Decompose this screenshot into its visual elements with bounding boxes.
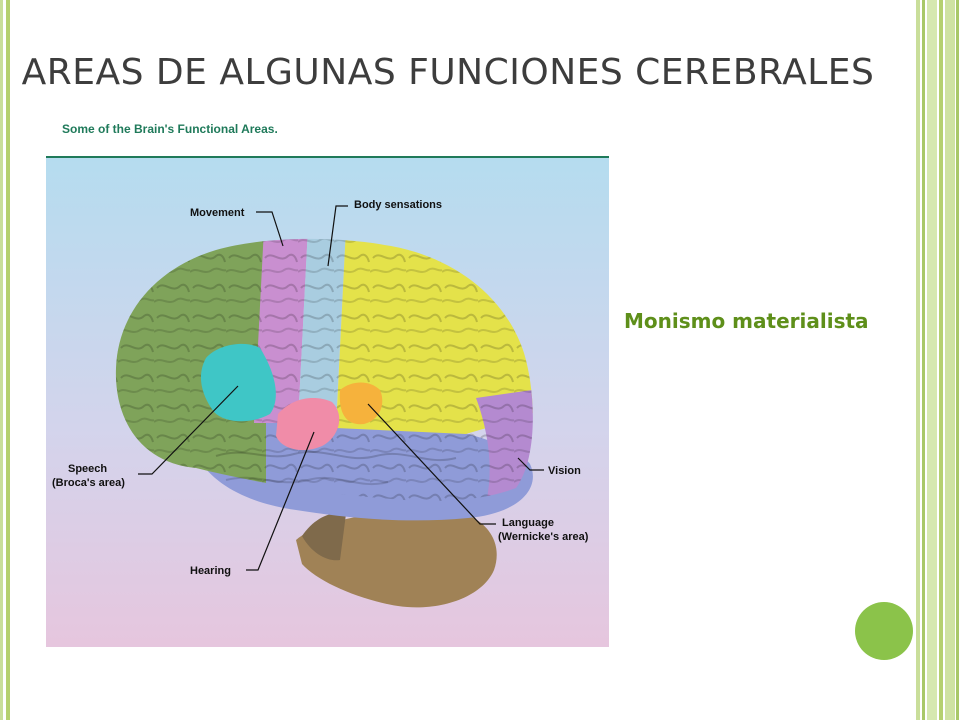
gyri-texture — [115, 238, 533, 501]
side-note-monismo: Monismo materialista — [624, 309, 869, 333]
leader-language — [367, 403, 496, 525]
label-language: Language — [502, 517, 554, 529]
figure-caption: Some of the Brain's Functional Areas. — [62, 122, 278, 136]
label-speech: Speech — [68, 463, 107, 475]
cerebellum-region — [296, 509, 497, 608]
label-language-wernicke: (Wernicke's area) — [498, 531, 589, 543]
temporal-folds-lower — [225, 476, 389, 486]
leader-speech — [138, 385, 239, 475]
brain-figure: Some of the Brain's Functional Areas. — [46, 112, 609, 647]
auditory-region — [276, 398, 340, 451]
label-hearing: Hearing — [190, 565, 231, 577]
broca-region — [200, 343, 276, 422]
label-vision: Vision — [548, 465, 581, 477]
leader-vision — [517, 457, 544, 471]
leader-body-sensations — [327, 205, 348, 267]
slide-title: AREAS DE ALGUNAS FUNCIONES CEREBRALES — [21, 52, 875, 93]
label-speech-broca: (Broca's area) — [52, 477, 125, 489]
left-decorative-bar — [0, 0, 12, 720]
wernicke-region — [339, 382, 383, 425]
leader-hearing — [246, 431, 315, 571]
label-body-sensations: Body sensations — [354, 199, 442, 211]
figure-caption-rule — [46, 156, 609, 158]
brain-diagram: Movement Body sensations Speech (Broca's… — [46, 158, 609, 647]
temporal-folds — [215, 450, 457, 462]
right-decorative-bar — [914, 0, 960, 720]
brainstem-region — [302, 512, 346, 561]
label-movement: Movement — [190, 207, 245, 219]
leader-movement — [256, 211, 284, 247]
decorative-circle — [855, 602, 913, 660]
